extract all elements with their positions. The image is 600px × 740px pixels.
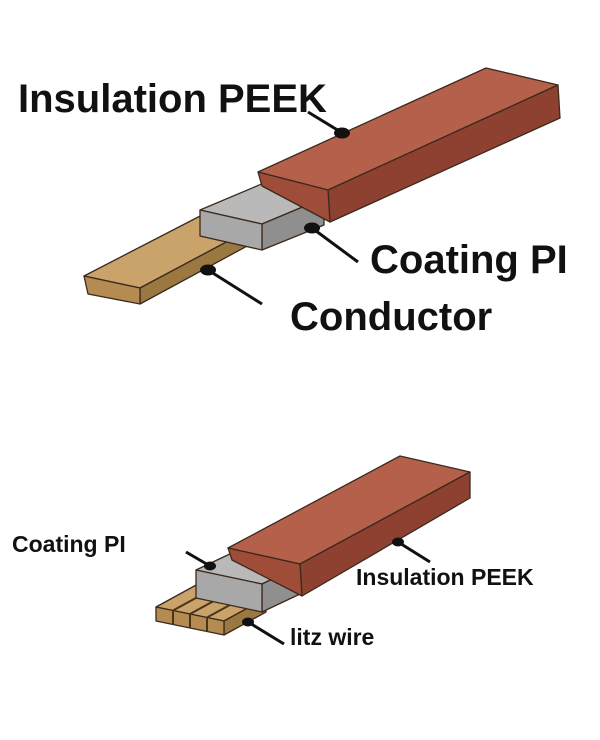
label-insulation-peek-top: Insulation PEEK bbox=[18, 77, 327, 121]
insulation-peek-jacket-litz bbox=[227, 455, 471, 597]
cable-solid-conductor: Insulation PEEK Coating PI Conductor bbox=[18, 67, 568, 339]
conductor-leader-dot bbox=[200, 264, 216, 276]
label-conductor-top: Conductor bbox=[290, 295, 492, 339]
coating-end-face bbox=[199, 209, 263, 251]
label-coating-pi-top: Coating PI bbox=[370, 238, 568, 282]
insulation-leader-dot bbox=[334, 127, 350, 139]
coating-leader-line bbox=[311, 226, 359, 264]
conductor-end-face bbox=[83, 275, 141, 305]
coating-litz-end-face bbox=[195, 569, 263, 613]
litz-strand-separators bbox=[172, 586, 250, 632]
litz-leader-line bbox=[247, 620, 285, 646]
insulation-litz-end-face bbox=[227, 547, 303, 597]
conductor-leader-line bbox=[207, 268, 263, 306]
insulation-peek-jacket bbox=[257, 67, 561, 223]
label-insulation-peek-bottom: Insulation PEEK bbox=[356, 564, 534, 590]
coating-leader-dot bbox=[304, 222, 320, 234]
coating-litz-leader-dot bbox=[204, 561, 216, 571]
litz-leader-dot bbox=[242, 617, 254, 627]
label-coating-pi-bottom: Coating PI bbox=[12, 531, 126, 557]
insulation-litz-leader-dot bbox=[392, 537, 404, 547]
insulation-end-face bbox=[257, 171, 331, 223]
insulation-litz-leader-line bbox=[397, 540, 431, 564]
cable-litz-wire: Coating PI Insulation PEEK litz wire bbox=[12, 455, 534, 650]
label-litz-wire-bottom: litz wire bbox=[290, 624, 374, 650]
